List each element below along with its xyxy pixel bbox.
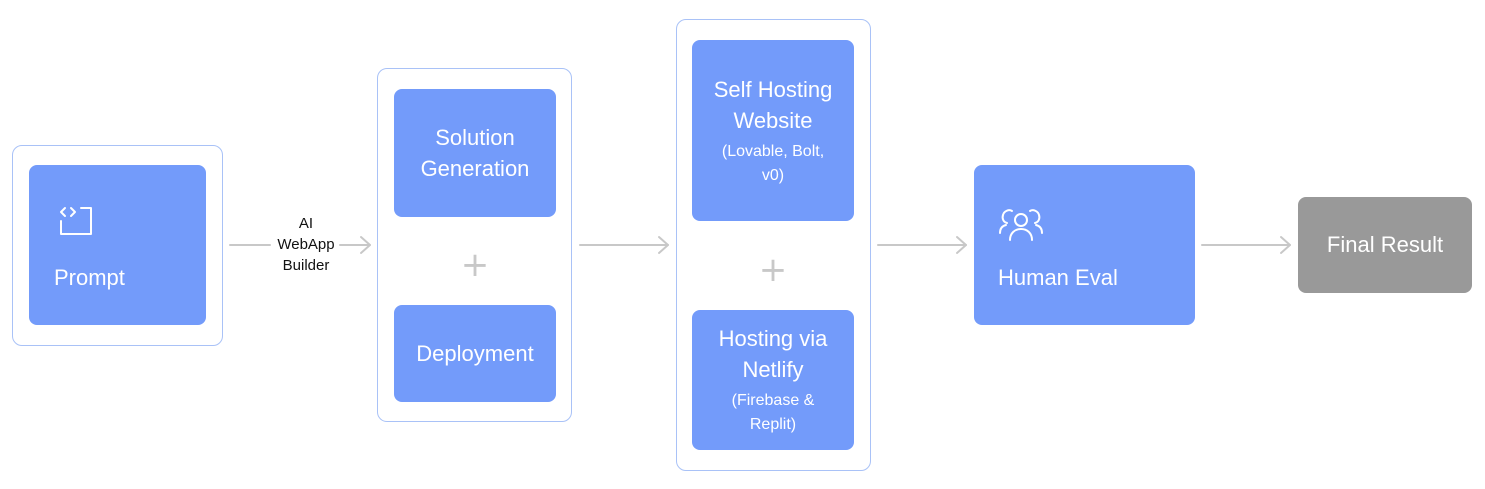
edge-label-ai-webapp-builder: AI WebApp Builder <box>277 215 335 274</box>
arrow-eval-to-final <box>1201 236 1291 254</box>
arrow-prompt-to-solution <box>229 236 371 254</box>
netlify-sublabel: (Firebase & Replit) <box>731 392 815 433</box>
deployment-node[interactable]: Deployment <box>394 305 556 402</box>
human-eval-label: Human Eval <box>998 265 1118 290</box>
deployment-label: Deployment <box>416 341 534 366</box>
plus-sign-solution: + <box>460 245 490 285</box>
human-eval-node[interactable]: Human Eval <box>974 165 1195 325</box>
arrow-solution-to-hosting <box>579 236 669 254</box>
code-prompt-icon <box>60 207 92 235</box>
plus-sign-hosting: + <box>758 250 788 290</box>
self-hosting-node[interactable]: Self Hosting Website (Lovable, Bolt, v0) <box>692 40 854 221</box>
solution-generation-node[interactable]: Solution Generation <box>394 89 556 217</box>
netlify-node[interactable]: Hosting via Netlify (Firebase & Replit) <box>692 310 854 450</box>
prompt-label: Prompt <box>54 265 125 290</box>
netlify-label: Hosting via Netlify <box>718 326 828 382</box>
arrow-hosting-to-eval <box>877 236 967 254</box>
solution-generation-label: Solution Generation <box>420 125 530 181</box>
users-group-icon <box>999 209 1043 241</box>
prompt-node[interactable]: Prompt <box>29 165 206 325</box>
self-hosting-label: Self Hosting Website <box>713 76 833 133</box>
self-hosting-sublabel: (Lovable, Bolt, v0) <box>721 142 825 184</box>
final-result-node[interactable]: Final Result <box>1298 197 1472 293</box>
